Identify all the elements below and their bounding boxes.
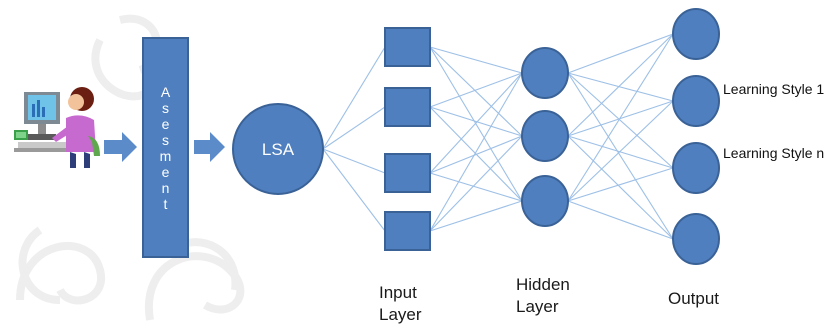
hidden-to-output-edge — [567, 100, 674, 202]
output-layer-label-line1: Output — [668, 289, 720, 308]
input-node — [384, 211, 431, 251]
input-layer-label-line1: Input — [379, 283, 417, 302]
output-node — [672, 75, 720, 127]
input-to-hidden-edge — [429, 46, 523, 74]
learning-style-n-label: Learning Style n — [723, 145, 825, 161]
input-to-hidden-edge — [429, 172, 523, 202]
lsa-to-input-edge — [322, 148, 386, 174]
input-to-hidden-edge — [429, 72, 523, 108]
lsa-to-input-edge — [322, 106, 386, 150]
assessment-letter: A — [160, 83, 171, 100]
hidden-layer-label-line1: Hidden — [516, 275, 570, 294]
hidden-node — [521, 175, 569, 227]
input-node — [384, 87, 431, 127]
assessment-letter: s — [162, 99, 169, 116]
hidden-node — [521, 47, 569, 99]
input-node — [384, 27, 431, 67]
lsa-label: LSA — [262, 140, 295, 159]
input-to-hidden-edge — [429, 46, 523, 202]
input-layer-label: Input Layer — [379, 282, 422, 326]
lsa-node — [232, 103, 324, 195]
arrow-to-assessment — [104, 132, 137, 162]
output-node — [672, 213, 720, 265]
input-to-hidden-edge — [429, 106, 523, 137]
lsa-to-input-edge — [322, 46, 386, 150]
output-node — [672, 8, 720, 60]
assessment-letter: e — [161, 115, 170, 132]
learning-style-1-label: Learning Style 1 — [723, 81, 825, 97]
assessment-letter: e — [161, 163, 170, 180]
input-node — [384, 153, 431, 193]
output-layer-label: Output — [668, 288, 719, 310]
input-to-hidden-edge — [429, 135, 523, 232]
assessment-letter: s — [162, 131, 169, 148]
input-to-hidden-edge — [429, 46, 523, 137]
hidden-to-output-edge — [567, 33, 674, 202]
hidden-to-output-edge — [567, 72, 674, 102]
output-node — [672, 142, 720, 194]
input-to-hidden-edge — [429, 200, 523, 232]
hidden-node — [521, 110, 569, 162]
input-layer-label-line2: Layer — [379, 305, 422, 324]
hidden-to-output-edge — [567, 72, 674, 169]
hidden-to-output-edge — [567, 135, 674, 169]
person-at-computer-icon — [14, 87, 100, 168]
lsa-to-input-edge — [322, 148, 386, 232]
hidden-to-output-edge — [567, 72, 674, 240]
assessment-letter: m — [159, 147, 172, 164]
hidden-to-output-edge — [567, 33, 674, 137]
assessment-letter: t — [163, 195, 168, 212]
input-to-hidden-edge — [429, 72, 523, 174]
arrow-to-lsa — [194, 132, 225, 162]
input-to-hidden-edge — [429, 72, 523, 232]
hidden-layer-label: Hidden Layer — [516, 274, 570, 318]
assessment-letter: n — [161, 179, 170, 196]
input-to-hidden-edge — [429, 135, 523, 174]
hidden-to-output-edge — [567, 200, 674, 240]
hidden-to-output-edge — [567, 33, 674, 74]
hidden-layer-label-line2: Layer — [516, 297, 559, 316]
hidden-to-output-edge — [567, 167, 674, 202]
assessment-box: A s e s m e n t — [142, 37, 189, 258]
hidden-to-output-edge — [567, 135, 674, 240]
